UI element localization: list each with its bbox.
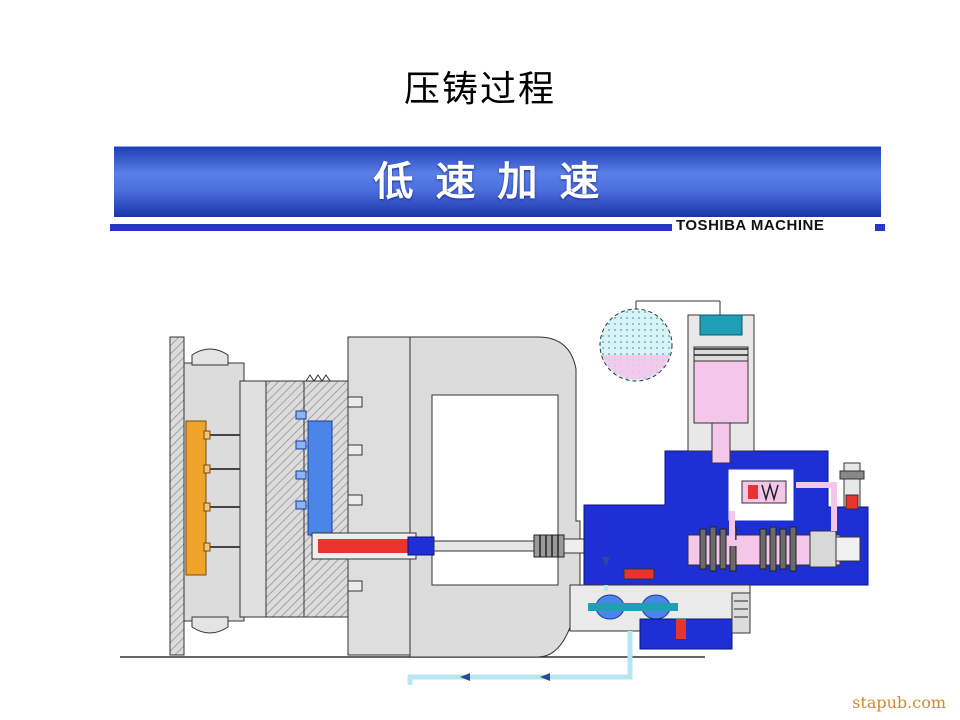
title-banner: 低速加速: [114, 146, 881, 217]
red-valve: [623, 568, 655, 580]
platen-top-roller: [191, 348, 229, 366]
plunger-rod: [433, 540, 535, 552]
solenoid-stack: [731, 592, 751, 634]
spring-left: [699, 526, 737, 572]
banner-title: 低速加速: [373, 159, 622, 205]
spring-right: [759, 526, 797, 572]
oil-path: [729, 511, 740, 546]
die-cavity: [307, 420, 333, 536]
wall-plate: [169, 336, 185, 656]
flow-arrows: [460, 557, 610, 681]
piston-tail: [835, 536, 861, 562]
watermark: stapub.com: [852, 693, 946, 712]
platen-bottom-roller: [191, 616, 229, 634]
page-title: 压铸过程: [403, 69, 556, 110]
accumulator-piston: [693, 346, 749, 362]
tie-bar-nuts: [347, 396, 363, 592]
ejector-pins: [206, 434, 240, 548]
return-line: [407, 631, 633, 685]
ejector-plate: [185, 420, 207, 576]
cylinder-piston: [809, 530, 837, 568]
cavity-vents: [295, 410, 307, 510]
brand-rule: [110, 224, 672, 231]
accumulator-oil: [693, 358, 749, 424]
accumulator-stem: [711, 422, 731, 464]
molten-metal: [318, 539, 408, 553]
coupling: [533, 534, 565, 558]
brand-rule-end: [875, 224, 885, 231]
accumulator-cap: [699, 314, 743, 336]
brand-logo: TOSHIBA MACHINE: [676, 217, 825, 234]
die-casting-diagram: [120, 300, 869, 685]
plunger-tip: [407, 536, 435, 556]
